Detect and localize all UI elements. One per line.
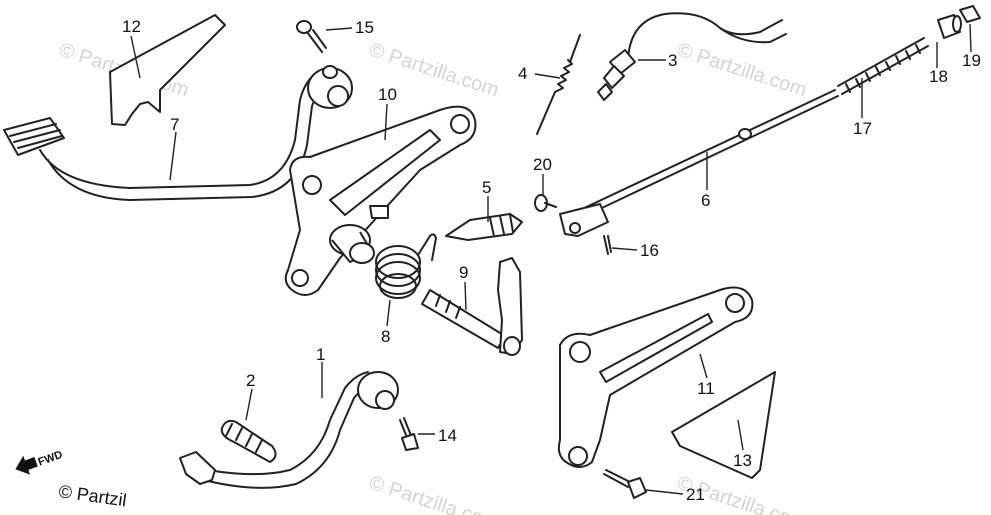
callout-2: 2 <box>246 371 255 390</box>
part-5-arm <box>445 213 523 241</box>
callout-11: 11 <box>697 379 715 398</box>
callout-14: 14 <box>438 426 457 445</box>
callout-10: 10 <box>378 85 397 104</box>
callout-5: 5 <box>482 178 491 197</box>
part-11-bracket <box>557 286 754 468</box>
fwd-label: FWD <box>37 449 65 469</box>
copyright-text: © Partzil <box>57 481 127 510</box>
part-3-switch <box>597 12 787 101</box>
part-13-plate <box>671 371 776 479</box>
callouts: 12 7 15 10 4 3 18 19 17 6 20 5 16 9 8 1 … <box>122 17 981 504</box>
callout-15: 15 <box>355 18 374 37</box>
part-12-plate <box>109 14 226 126</box>
callout-20: 20 <box>533 155 552 174</box>
part-10-bracket <box>284 105 477 296</box>
fwd-arrow-icon <box>15 455 38 475</box>
part-9-shaft <box>421 257 523 356</box>
part-14-bolt <box>399 417 419 451</box>
callout-18: 18 <box>929 67 948 86</box>
callout-16: 16 <box>640 241 659 260</box>
leader-lines <box>130 23 972 495</box>
callout-8: 8 <box>381 327 390 346</box>
part-6-brake-rod <box>559 89 839 237</box>
part-18-collar <box>937 14 962 39</box>
callout-9: 9 <box>459 263 468 282</box>
callout-1: 1 <box>316 345 325 364</box>
callout-12: 12 <box>122 17 141 36</box>
part-4-spring <box>536 34 581 135</box>
callout-4: 4 <box>518 64 527 83</box>
watermark: © Partzilla.com <box>674 39 809 102</box>
part-20-pin <box>534 194 557 212</box>
callout-6: 6 <box>701 191 710 210</box>
callout-17: 17 <box>853 119 872 138</box>
part-17-spring <box>837 37 929 95</box>
callout-3: 3 <box>668 51 677 70</box>
callout-7: 7 <box>170 115 179 134</box>
part-19-nut <box>959 5 981 23</box>
part-7-brake-pedal <box>3 65 353 201</box>
part-8-spring <box>375 233 437 299</box>
part-16-cotter-pin <box>603 235 612 255</box>
part-15-bolt <box>296 20 327 53</box>
fwd-indicator: FWD <box>15 449 65 475</box>
callout-19: 19 <box>962 51 981 70</box>
callout-13: 13 <box>733 451 752 470</box>
part-1-shift-lever <box>179 371 399 489</box>
watermark: © Partzilla.com <box>366 472 501 515</box>
callout-21: 21 <box>686 485 705 504</box>
part-21-bolt <box>603 469 647 499</box>
part-2-shift-rubber <box>220 419 277 463</box>
